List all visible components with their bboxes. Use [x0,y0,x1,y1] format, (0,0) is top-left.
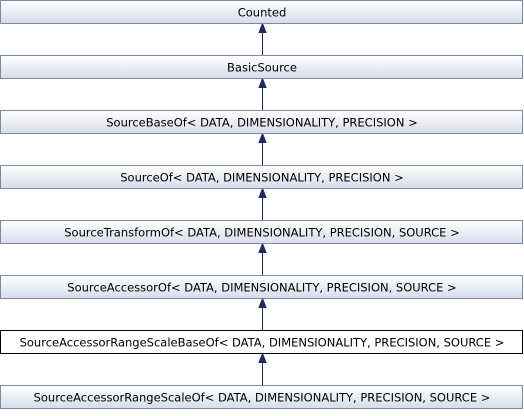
class-label: SourceAccessorRangeScaleOf< DATA, DIMENS… [34,391,491,405]
edges-layer [258,22,267,386]
inheritance-arrow [258,22,267,56]
class-node-source-accessor-of[interactable]: SourceAccessorOf< DATA, DIMENSIONALITY, … [0,275,523,299]
inheritance-arrow [258,187,267,221]
arrow-head [258,22,267,33]
class-label: SourceOf< DATA, DIMENSIONALITY, PRECISIO… [120,171,404,185]
inheritance-arrow [258,132,267,166]
class-node-source-transform-of[interactable]: SourceTransformOf< DATA, DIMENSIONALITY,… [0,220,523,244]
class-node-source-accessor-range-scale-of[interactable]: SourceAccessorRangeScaleOf< DATA, DIMENS… [0,385,523,409]
arrow-head [258,187,267,198]
class-label: SourceAccessorRangeScaleBaseOf< DATA, DI… [20,336,505,350]
arrow-head [258,242,267,253]
class-node-basic-source[interactable]: BasicSource [0,55,523,79]
class-label: Counted [238,6,287,20]
class-label: SourceTransformOf< DATA, DIMENSIONALITY,… [64,226,459,240]
class-label: BasicSource [227,61,297,75]
class-box[interactable] [0,55,523,79]
class-label: SourceAccessorOf< DATA, DIMENSIONALITY, … [67,281,456,295]
arrow-head [258,297,267,308]
class-box[interactable] [0,0,523,24]
class-box[interactable] [0,330,523,354]
class-node-source-of[interactable]: SourceOf< DATA, DIMENSIONALITY, PRECISIO… [0,165,523,189]
arrow-head [258,352,267,363]
class-box[interactable] [0,275,523,299]
inheritance-arrow [258,77,267,111]
class-node-counted[interactable]: Counted [0,0,523,24]
class-box[interactable] [0,110,523,134]
class-node-source-accessor-range-scale-base-of[interactable]: SourceAccessorRangeScaleBaseOf< DATA, DI… [0,330,523,354]
class-box[interactable] [0,165,523,189]
class-node-source-base-of[interactable]: SourceBaseOf< DATA, DIMENSIONALITY, PREC… [0,110,523,134]
arrow-head [258,132,267,143]
class-label: SourceBaseOf< DATA, DIMENSIONALITY, PREC… [106,116,418,130]
inheritance-arrow [258,297,267,331]
class-box[interactable] [0,385,523,409]
inheritance-arrow [258,352,267,386]
class-box[interactable] [0,220,523,244]
inheritance-arrow [258,242,267,276]
arrow-head [258,77,267,88]
